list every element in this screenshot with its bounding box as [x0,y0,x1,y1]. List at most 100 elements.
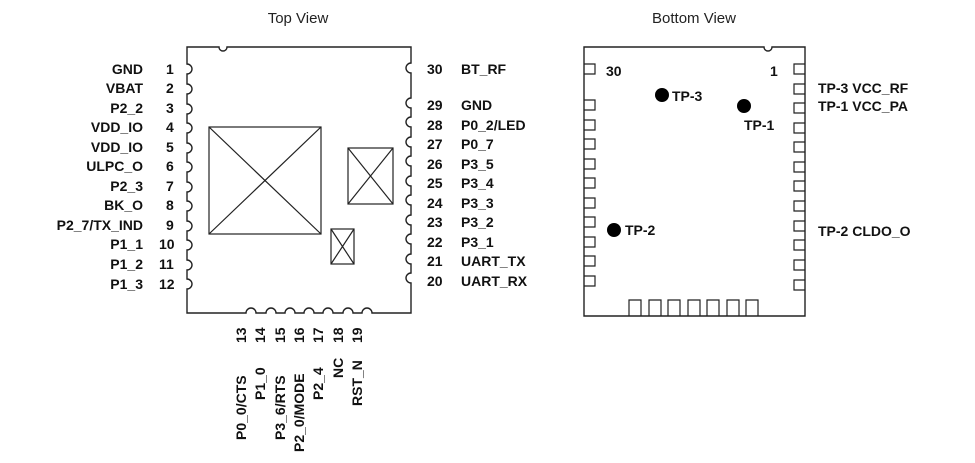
pin-12-number: 12 [159,276,175,292]
left-pin-labels: GND 1 VBAT 2 P2_2 3 VDD_IO 4 VDD_IO 5 UL… [57,61,175,292]
pin-20-number: 20 [427,273,443,289]
bottom-view-left-pad-2 [584,99,596,111]
pin-6-name: ULPC_O [86,158,143,174]
bottom-view-right-pad-3 [793,102,805,114]
pin-21-name: UART_TX [461,253,526,269]
pin-9-name: P2_7/TX_IND [57,217,143,233]
pin-1-name: GND [112,61,143,77]
pin-11-number: 11 [159,256,174,272]
pin-25-number: 25 [427,175,443,191]
bottom-view-left-pad-5 [584,158,596,170]
pin-13-number: 13 [233,327,249,343]
bottom-pin-labels: 13 P0_0/CTS 14 P1_0 15 P3_6/RTS 16 P2_0/… [233,327,365,452]
bottom-view-left-pad-4 [584,138,596,150]
bottom-view-title: Bottom View [652,10,736,27]
pin-13-name: P0_0/CTS [233,375,249,440]
tp3-vcc-rf-label: TP-3 VCC_RF [818,80,909,96]
pin-19-name: RST_N [349,360,365,406]
pin-22-number: 22 [427,234,443,250]
test-point-3-dot [655,88,669,102]
pin-12-name: P1_3 [110,276,143,292]
pin-15-number: 15 [272,327,288,343]
pin-10-number: 10 [159,236,175,252]
bottom-view-right-pad-7 [793,180,805,192]
bottom-view-right-pad-1 [793,63,805,75]
pin-3-name: P2_2 [110,100,143,116]
bottom-view-left-pad-6 [584,177,596,189]
pin-5-name: VDD_IO [91,139,143,155]
pin-27-name: P0_7 [461,136,494,152]
bottom-view-bottom-pad-1 [628,299,642,316]
bottom-view-right-pad-11 [793,259,805,271]
bottom-view-bottom-pad-4 [687,299,701,316]
medium-chip-component [347,147,394,205]
right-pin-labels: 30 BT_RF 29 GND 28 P0_2/LED 27 P0_7 26 P… [427,61,528,289]
bottom-view-left-pad-1 [584,63,596,75]
bottom-view-right-pad-8 [793,200,805,212]
bottom-view-right-pad-6 [793,161,805,173]
pin-4-name: VDD_IO [91,119,143,135]
pin-16-name: P2_0/MODE [291,373,307,452]
tp2-cldo-o-label: TP-2 CLDO_O [818,223,911,239]
pin-18-number: 18 [330,327,346,343]
pin-9-number: 9 [166,217,174,233]
bottom-view-left-pads [584,63,596,287]
bottom-view-left-pad-11 [584,275,596,287]
test-point-3-label: TP-3 [672,88,703,104]
pin-28-name: P0_2/LED [461,117,526,133]
bottom-view-right-pad-5 [793,141,805,153]
test-point-1-dot [737,99,751,113]
test-point-1-label: TP-1 [744,117,775,133]
bottom-view-left-pad-7 [584,197,596,209]
pin-6-number: 6 [166,158,174,174]
bottom-view-right-pad-4 [793,122,805,134]
pin-8-number: 8 [166,197,174,213]
pin-29-name: GND [461,97,492,113]
pin-22-name: P3_1 [461,234,494,250]
bottom-view-right-pad-12 [793,279,805,291]
bottom-view-bottom-pad-6 [726,299,740,316]
pin-2-number: 2 [166,80,174,96]
pin-30-number: 30 [427,61,443,77]
small-chip-component [330,228,355,265]
bottom-view-right-pad-9 [793,220,805,232]
bottom-view-pin1-label: 1 [770,63,778,79]
pin-24-number: 24 [427,195,443,211]
pin-10-name: P1_1 [110,236,143,252]
bottom-view: Bottom View 30 1 TP-3 TP-1 TP-2 TP-3 VCC… [583,10,911,317]
pin-28-number: 28 [427,117,443,133]
bottom-view-right-pad-10 [793,239,805,251]
bottom-view-bottom-pad-3 [667,299,681,316]
pin-24-name: P3_3 [461,195,494,211]
pin-26-name: P3_5 [461,156,494,172]
pin-29-number: 29 [427,97,443,113]
pin-7-name: P2_3 [110,178,143,194]
test-point-2-dot [607,223,621,237]
pin-26-number: 26 [427,156,443,172]
pin-17-number: 17 [310,327,326,343]
bottom-view-pin30-label: 30 [606,63,622,79]
pin-5-number: 5 [166,139,174,155]
pin-14-number: 14 [252,327,268,343]
pin-4-number: 4 [166,119,174,135]
bottom-view-bottom-pad-2 [648,299,662,316]
pin-19-number: 19 [349,327,365,343]
pin-30-name: BT_RF [461,61,507,77]
top-view-title: Top View [268,10,329,27]
bottom-view-left-pad-10 [584,255,596,267]
pin-16-number: 16 [291,327,307,343]
pin-2-name: VBAT [106,80,144,96]
bottom-view-bottom-pads [628,299,759,316]
test-point-2-label: TP-2 [625,222,656,238]
bottom-view-left-pad-9 [584,236,596,248]
pin-21-number: 21 [427,253,443,269]
bottom-view-right-pads [793,63,805,291]
pin-3-number: 3 [166,100,174,116]
bottom-view-left-pad-8 [584,216,596,228]
pin-14-name: P1_0 [252,367,268,400]
pin-20-name: UART_RX [461,273,528,289]
bottom-view-right-pad-2 [793,83,805,95]
pin-18-name: NC [330,358,346,378]
pin-25-name: P3_4 [461,175,494,191]
